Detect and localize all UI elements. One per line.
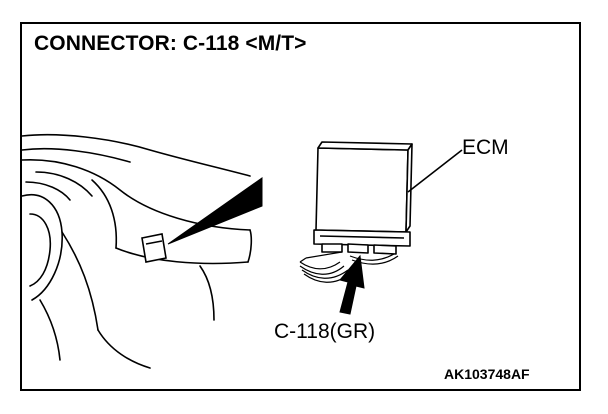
figure-code: AK103748AF <box>444 366 530 382</box>
dashboard-outline-icon <box>21 134 253 369</box>
diagram-frame <box>20 22 581 391</box>
leader-wedge <box>167 177 263 245</box>
ecm-label: ECM <box>462 136 509 159</box>
ecm-leader-line <box>407 149 463 193</box>
connector-location-icon <box>141 233 167 263</box>
ecm-unit-icon <box>313 141 413 255</box>
page-title: CONNECTOR: C-118 <M/T> <box>34 32 307 55</box>
pointer-arrow-icon <box>339 254 365 315</box>
connector-label: C-118(GR) <box>274 320 376 343</box>
wiring-harness <box>299 251 399 283</box>
